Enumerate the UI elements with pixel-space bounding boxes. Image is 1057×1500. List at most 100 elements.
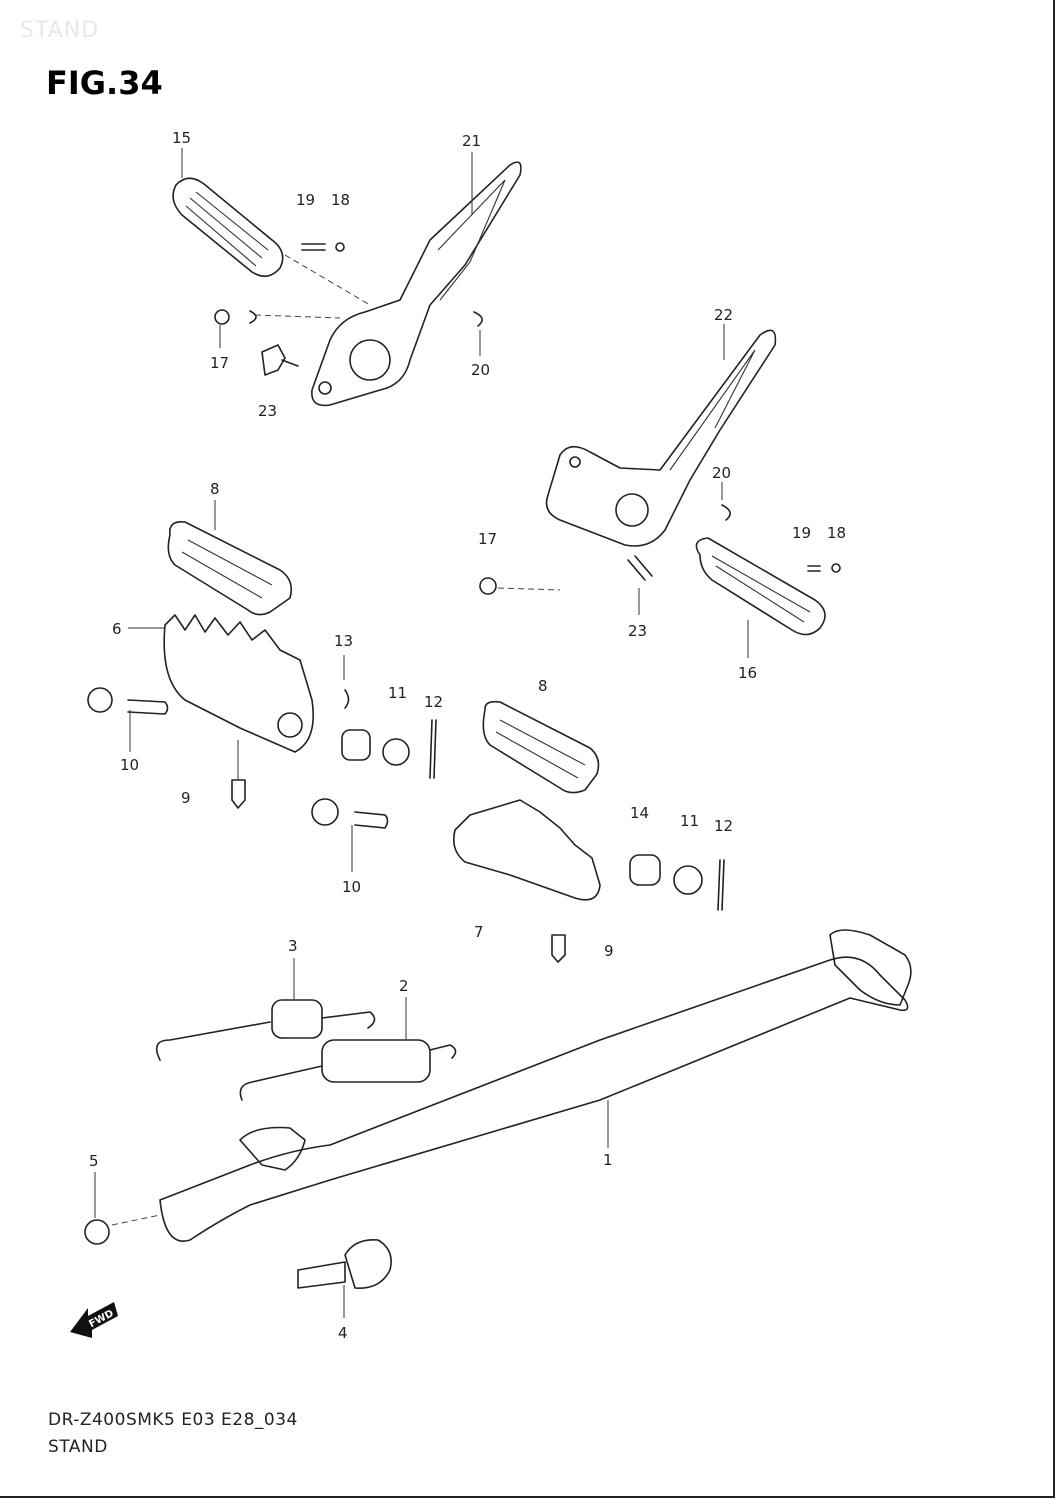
footrest-peg-16-grip <box>711 555 811 623</box>
nut-5 <box>84 1219 110 1245</box>
callout-7: 7 <box>474 923 484 941</box>
callout-15: 15 <box>172 129 191 147</box>
callout-3: 3 <box>288 937 298 955</box>
section-name: STAND <box>48 1437 108 1457</box>
callout-19-right: 19 <box>792 524 811 542</box>
callout-21: 21 <box>462 132 481 150</box>
spring-19 <box>301 243 326 251</box>
footrest-6 <box>163 614 314 753</box>
spring-2 <box>239 1044 457 1101</box>
spring-14 <box>629 854 661 886</box>
leader-lines <box>94 148 749 1318</box>
callout-11-right: 11 <box>680 812 699 830</box>
callout-labels: 15 21 19 18 17 20 23 22 20 19 18 17 23 1… <box>89 129 846 1342</box>
bolt-23-right <box>627 555 653 581</box>
callout-23: 23 <box>258 402 277 420</box>
callout-20: 20 <box>471 361 490 379</box>
callout-23-right: 23 <box>628 622 647 640</box>
washer-17-right <box>479 577 497 595</box>
footrest-bracket-21 <box>311 161 522 407</box>
pin-12-right <box>717 859 725 911</box>
footrest-rubber-8-right <box>482 700 600 794</box>
pin-17 <box>249 310 257 324</box>
callout-5: 5 <box>89 1152 99 1170</box>
bolt-4 <box>297 1238 392 1289</box>
stand-tab <box>239 1126 306 1171</box>
callout-4: 4 <box>338 1324 348 1342</box>
stand-1 <box>159 956 909 1242</box>
callout-19: 19 <box>296 191 315 209</box>
watermark-text: STAND <box>20 18 100 43</box>
callout-20-right: 20 <box>712 464 731 482</box>
right-passenger-footrest-group <box>479 329 841 636</box>
callout-6: 6 <box>112 620 122 638</box>
fwd-arrow-icon: FWD <box>70 1302 118 1338</box>
washer-11-right <box>673 865 703 895</box>
bolt-axis-line <box>111 1214 161 1226</box>
callout-10: 10 <box>120 756 139 774</box>
pin-12-left <box>429 719 437 779</box>
spring-3-coil <box>271 999 323 1039</box>
callout-8: 8 <box>210 480 220 498</box>
ball-18-right <box>831 563 841 573</box>
callout-18-right: 18 <box>827 524 846 542</box>
ball-18 <box>335 242 345 252</box>
footrest-7 <box>452 799 601 901</box>
clip-20-right <box>721 504 731 521</box>
callout-8-right: 8 <box>538 677 548 695</box>
bolt-23 <box>261 344 299 376</box>
footrest-peg-15-grip <box>185 191 269 267</box>
footrest-peg-16 <box>695 537 826 636</box>
footrest-6-pivot <box>277 712 303 738</box>
bracket-22-pivot <box>615 493 649 527</box>
spring-2-coil <box>321 1039 431 1083</box>
spring-3 <box>155 1011 376 1061</box>
peg-axis-line <box>284 254 371 306</box>
pin-10-right <box>354 811 389 829</box>
callout-18: 18 <box>331 191 350 209</box>
bracket-mount-hole <box>318 381 332 395</box>
bracket-pivot-hole <box>349 339 391 381</box>
clip-20 <box>473 311 483 327</box>
cotter-9-left <box>231 779 246 809</box>
callout-11: 11 <box>388 684 407 702</box>
footrest-bracket-22-rib <box>669 349 756 471</box>
pin-10-left <box>127 699 169 715</box>
pin-axis-right <box>497 587 561 591</box>
washer-17 <box>214 309 230 325</box>
rider-left-footrest-group <box>87 520 437 809</box>
callout-2: 2 <box>399 977 409 995</box>
callout-12: 12 <box>424 693 443 711</box>
rubber-8-right-pattern <box>495 719 586 779</box>
rubber-8-left-pattern <box>181 539 273 599</box>
side-stand-group <box>84 929 912 1289</box>
figure-title: FIG.34 <box>46 64 163 102</box>
callout-17: 17 <box>210 354 229 372</box>
footrest-peg-15 <box>172 177 284 277</box>
washer-10-right <box>311 798 339 826</box>
rider-right-footrest-group <box>311 700 725 963</box>
callout-9: 9 <box>181 789 191 807</box>
callout-17-right: 17 <box>478 530 497 548</box>
washer-10-left <box>87 687 113 713</box>
callout-13: 13 <box>334 632 353 650</box>
bracket-22-hole <box>569 456 581 468</box>
washer-11-left <box>382 738 410 766</box>
callout-22: 22 <box>714 306 733 324</box>
footrest-rubber-8-left <box>167 520 293 616</box>
footrest-bracket-22 <box>545 329 777 547</box>
model-code: DR-Z400SMK5 E03 E28_034 <box>48 1410 298 1430</box>
callout-16: 16 <box>738 664 757 682</box>
stand-foot-pad <box>829 929 912 1006</box>
spring-13 <box>341 729 371 761</box>
callout-9-right: 9 <box>604 942 614 960</box>
callout-1: 1 <box>603 1151 613 1169</box>
callout-12-right: 12 <box>714 817 733 835</box>
callout-14: 14 <box>630 804 649 822</box>
cotter-9-right <box>551 934 566 963</box>
spring-19-right <box>807 565 821 572</box>
pin-axis-line <box>254 314 341 319</box>
callout-10-right: 10 <box>342 878 361 896</box>
